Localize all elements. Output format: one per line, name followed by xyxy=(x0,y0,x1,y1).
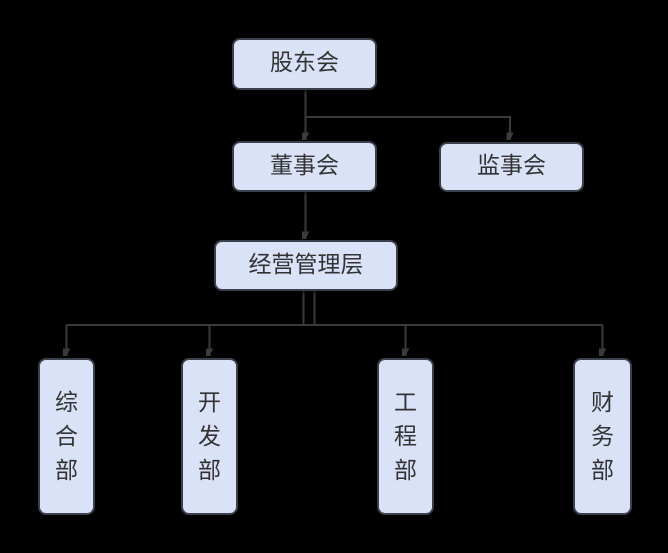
node-supervisory-board[interactable]: 监事会 xyxy=(439,142,584,192)
node-management-level[interactable]: 经营管理层 xyxy=(214,240,398,291)
node-dept-development[interactable]: 开发部 xyxy=(181,358,238,515)
node-board-of-directors[interactable]: 董事会 xyxy=(232,141,377,192)
node-label: 财务部 xyxy=(590,389,614,484)
edge-shareholders-supervisors xyxy=(305,116,511,140)
node-label: 综合部 xyxy=(54,389,78,484)
node-label: 开发部 xyxy=(197,389,221,484)
node-dept-finance[interactable]: 财务部 xyxy=(573,358,632,515)
node-dept-engineering[interactable]: 工程部 xyxy=(377,358,434,515)
node-shareholders[interactable]: 股东会 xyxy=(232,38,377,90)
node-dept-general-affairs[interactable]: 综合部 xyxy=(38,358,95,515)
node-label: 工程部 xyxy=(393,389,417,484)
